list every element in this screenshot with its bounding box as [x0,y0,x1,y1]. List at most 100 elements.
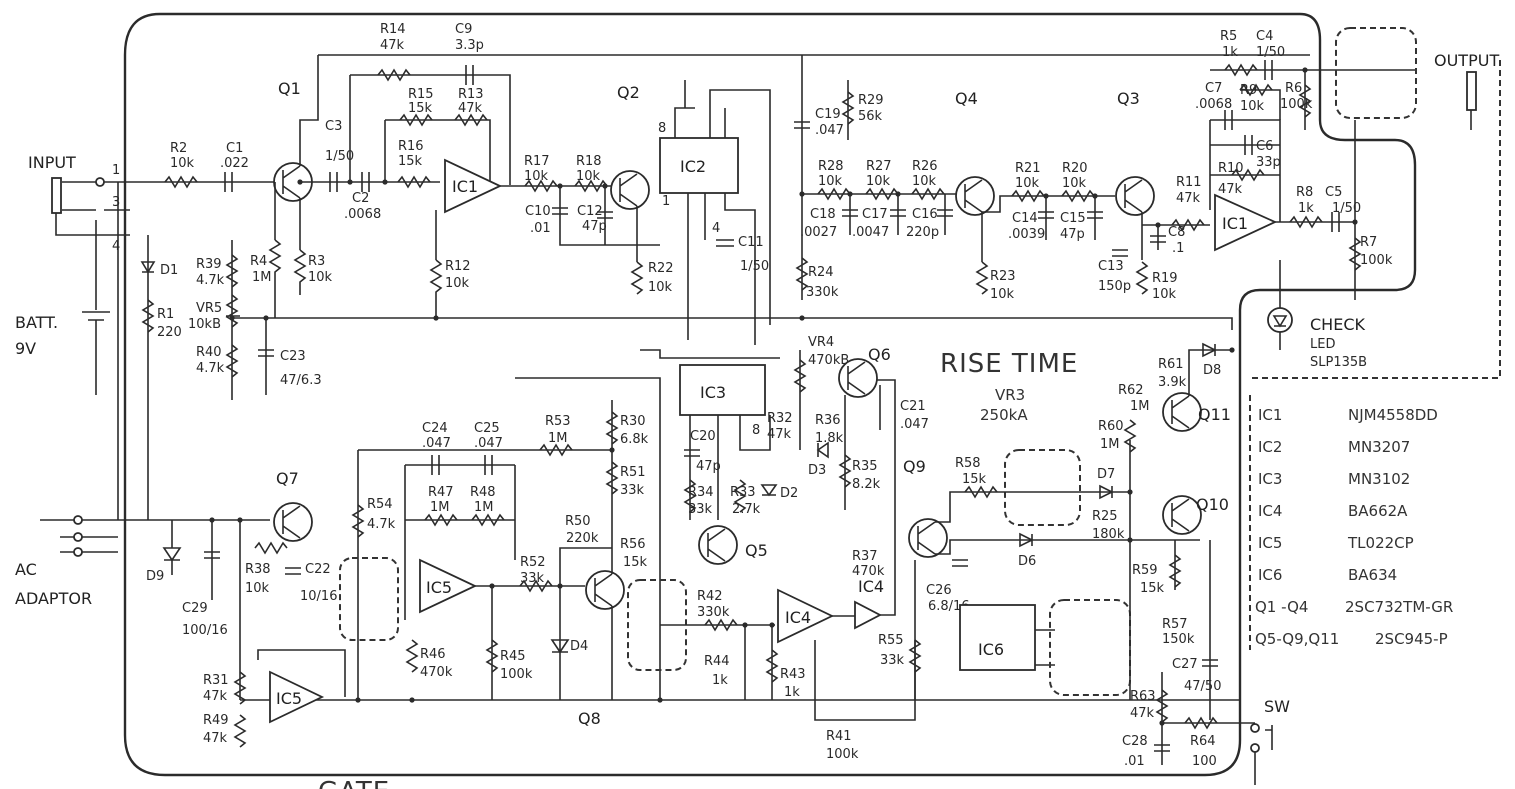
c24-value: .047 [422,436,451,451]
r64-label: R64 [1190,734,1216,749]
capacitor-c7 [1224,110,1233,130]
c23-label: C23 [280,349,306,364]
c10-label: C10 [525,204,551,219]
capacitor-c10 [552,207,568,215]
c18-label: C18 [810,207,836,222]
r56-label: R56 [620,537,646,552]
r3-value: 10k [308,270,333,285]
r1-label: R1 [157,307,174,322]
ac-label: AC [15,560,37,579]
resistor-r16 [397,175,431,189]
c19-label: C19 [815,107,841,122]
pin-1: 1 [112,163,120,178]
r12-label: R12 [445,259,471,274]
c9-label: C9 [455,22,472,37]
wire-53 [559,547,612,586]
ic4-label-2: IC4 [858,577,884,596]
ic3-chip [679,364,766,416]
resistor-r33 [733,479,747,513]
r41-label: R41 [826,729,852,744]
r39-value: 4.7k [196,273,225,288]
output-jack[interactable] [1466,71,1477,111]
resistor-r40 [225,344,239,378]
resistor-r21 [1011,189,1045,203]
r40-label: R40 [196,345,222,360]
footswitch-dashed[interactable] [1049,599,1131,696]
ic2-label: IC2 [680,157,706,176]
r32-label: R32 [767,411,793,426]
capacitor-c19 [794,121,810,129]
opamp-ic5-top [419,558,478,614]
parts-ref-1: IC1 [1258,406,1282,424]
resistor-r7 [1348,237,1362,271]
r47-label: R47 [428,485,454,500]
q4-label: Q4 [955,89,978,108]
resistor-r8 [1289,215,1323,229]
c20-value: 47p [696,459,721,474]
r35-label: R35 [852,459,878,474]
r29-label: R29 [858,93,884,108]
c27-value: 47/50 [1184,679,1221,694]
r46-label: R46 [420,647,446,662]
r23-label: R23 [990,269,1016,284]
batt-label: BATT. [15,313,58,332]
capacitor-c26 [952,559,968,567]
d9-label: D9 [146,569,164,584]
pin-8-2: 8 [752,423,760,438]
c23-value: 47/6.3 [280,373,322,388]
footswitch[interactable] [1250,723,1273,785]
trim-dashed-1 [339,557,399,641]
resistor-r34 [683,479,697,513]
c3-value: 1/50 [325,149,354,164]
ic5-bottom-label: IC5 [276,689,302,708]
r60-value: 1M [1100,437,1120,452]
r30-label: R30 [620,414,646,429]
rail-bias [232,317,1233,330]
parts-part-8: 2SC945-P [1375,630,1448,648]
r42-label: R42 [697,589,723,604]
resistor-r15 [399,113,433,127]
diode-d7 [1099,484,1114,500]
ac-adaptor-jack[interactable] [40,515,118,557]
capacitor-c20 [684,449,700,457]
r44-label: R44 [704,654,730,669]
wire-49 [404,464,516,620]
r6-value: 100k [1280,97,1313,112]
c7-label: C7 [1205,81,1222,96]
c2-value: .0068 [344,207,381,222]
gate-label: GATE [318,777,390,789]
c6-value: 33p [1256,155,1281,170]
wire-64 [689,415,771,520]
transistor-q4 [955,176,995,216]
resistor-r10 [1231,168,1265,182]
d3-label: D3 [808,463,826,478]
pin-1-2: 1 [662,194,670,209]
c1-label: C1 [226,141,243,156]
opamp-ic1-left [444,158,503,214]
input-jack[interactable] [51,177,130,236]
r11-label: R11 [1176,175,1202,190]
resistor-r30 [605,411,619,445]
r53-value: 1M [548,431,568,446]
r3-label: R3 [308,254,325,269]
resistor-r4 [268,239,282,318]
r32-value: 47k [767,427,792,442]
c22-value: 10/16 [300,589,337,604]
r63-label: R63 [1130,689,1156,704]
pin-3: 3 [112,195,120,210]
resistor-r3 [293,249,307,295]
c26-label: C26 [926,583,952,598]
c11-label: C11 [738,235,764,250]
junction-dots [209,67,1358,726]
resistor-r19 [1135,261,1149,295]
resistor-r27 [865,187,899,201]
r25-value: 180k [1092,527,1125,542]
sw-label: SW [1264,697,1290,716]
r57-value: 150k [1162,632,1195,647]
r26-value: 10k [912,174,937,189]
vr3-dashed[interactable] [1004,449,1081,526]
d6-label: D6 [1018,554,1036,569]
r14-value: 47k [380,38,405,53]
q7-label: Q7 [276,469,299,488]
r27-label: R27 [866,159,892,174]
